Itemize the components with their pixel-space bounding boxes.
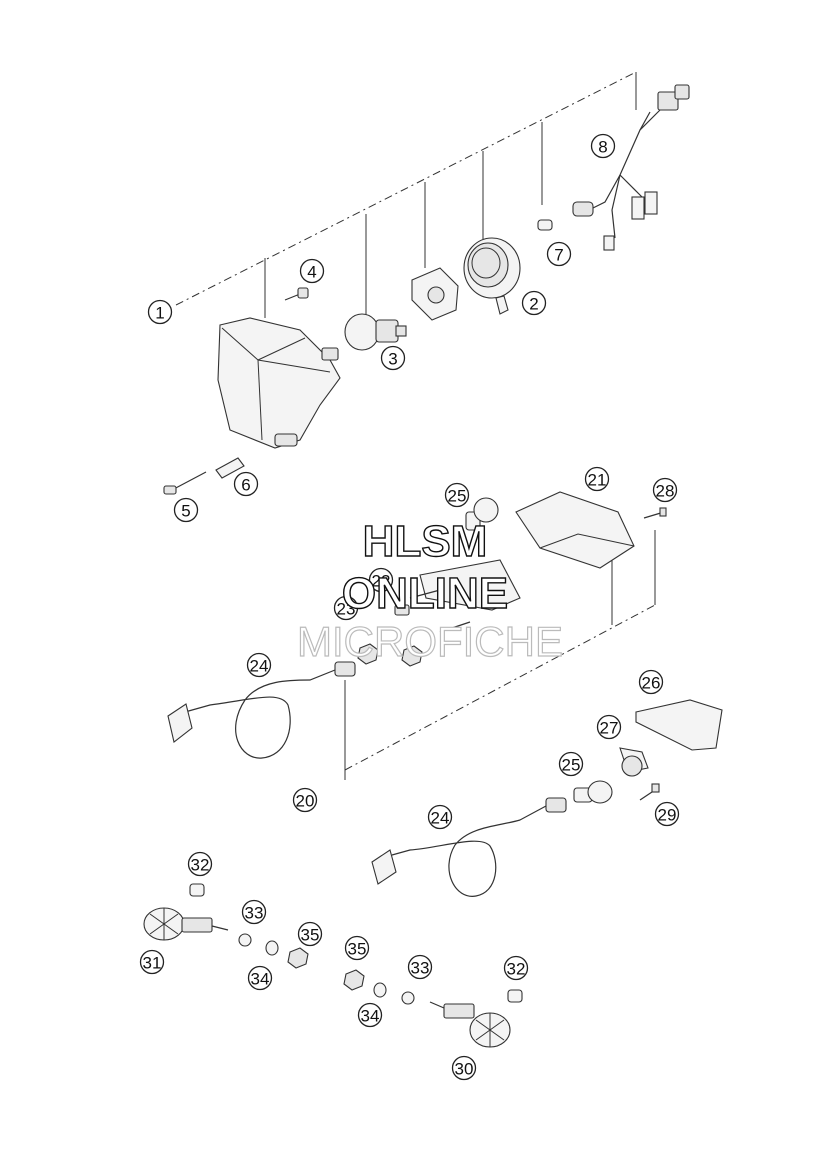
callout-number: 25 <box>562 756 581 775</box>
callout-number: 6 <box>241 476 250 495</box>
leader-lines <box>175 71 656 780</box>
callout-4: 4 <box>299 258 325 284</box>
spacer-6 <box>215 457 245 479</box>
rubber-cap <box>463 237 521 315</box>
callout-32: 32 <box>503 955 529 981</box>
callout-21: 21 <box>584 466 610 492</box>
screw-5 <box>163 471 207 495</box>
callout-7: 7 <box>546 241 572 267</box>
screw-4 <box>284 287 309 301</box>
callout-number: 30 <box>455 1060 474 1079</box>
watermark: HLSM ONLINE MICROFICHE <box>296 516 563 665</box>
rear-lens <box>635 699 723 751</box>
bulb-holder <box>411 267 459 321</box>
callout-1: 1 <box>147 299 173 325</box>
callout-number: 2 <box>529 295 538 314</box>
callout-number: 34 <box>251 970 270 989</box>
parking-bulb <box>537 219 553 231</box>
callout-33: 33 <box>241 899 267 925</box>
callout-35: 35 <box>297 921 323 947</box>
callout-number: 5 <box>181 502 190 521</box>
callout-number: 31 <box>143 954 162 973</box>
callout-32: 32 <box>187 851 213 877</box>
callout-2: 2 <box>521 290 547 316</box>
callout-24: 24 <box>427 804 453 830</box>
watermark-line-3: MICROFICHE <box>297 618 563 665</box>
nut-23 <box>357 643 423 667</box>
callout-34: 34 <box>357 1002 383 1028</box>
callout-number: 4 <box>307 263 316 282</box>
callout-number: 25 <box>448 487 467 506</box>
callout-number: 27 <box>600 719 619 738</box>
callout-number: 3 <box>388 350 397 369</box>
callout-number: 32 <box>191 856 210 875</box>
headlight-bulb <box>344 313 407 351</box>
callout-20: 20 <box>292 787 318 813</box>
callout-number: 24 <box>431 809 450 828</box>
callout-30: 30 <box>451 1055 477 1081</box>
callout-number: 35 <box>348 940 367 959</box>
callout-31: 31 <box>139 949 165 975</box>
callout-number: 35 <box>301 926 320 945</box>
tail-light-lens <box>515 491 635 569</box>
callout-23: 23 <box>333 595 359 621</box>
callout-35: 35 <box>344 935 370 961</box>
tail-light-bracket <box>394 559 521 633</box>
callout-8: 8 <box>590 133 616 159</box>
callout-24: 24 <box>246 652 272 678</box>
signal-bulb-left <box>189 883 205 897</box>
signal-bulb-right <box>507 989 523 1003</box>
screw-29 <box>639 783 660 801</box>
callout-33: 33 <box>407 954 433 980</box>
callout-number: 21 <box>588 471 607 490</box>
callout-number: 29 <box>658 806 677 825</box>
callout-number: 22 <box>372 572 391 591</box>
headlight-housing <box>217 317 341 449</box>
callout-number: 28 <box>656 482 675 501</box>
screw-28 <box>643 507 667 519</box>
callout-27: 27 <box>596 714 622 740</box>
washers-and-nuts <box>238 933 415 1005</box>
callout-28: 28 <box>652 477 678 503</box>
headlight-wiring-harness <box>572 84 690 251</box>
callout-22: 22 <box>368 567 394 593</box>
watermark-line-1: HLSM <box>363 517 488 566</box>
callout-29: 29 <box>654 801 680 827</box>
tail-bulb-lower <box>573 780 613 804</box>
callout-number: 1 <box>155 304 164 323</box>
turn-signal-left <box>143 907 229 941</box>
tail-bulb-upper <box>465 497 499 531</box>
callout-number: 20 <box>296 792 315 811</box>
callout-number: 8 <box>598 138 607 157</box>
callout-number: 7 <box>554 246 563 265</box>
callout-number: 33 <box>245 904 264 923</box>
callout-number: 34 <box>361 1007 380 1026</box>
callout-34: 34 <box>247 965 273 991</box>
callout-number: 32 <box>507 960 526 979</box>
callout-number: 26 <box>642 674 661 693</box>
callout-number: 23 <box>337 600 356 619</box>
watermark-line-2: ONLINE <box>342 569 508 618</box>
callout-number: 33 <box>411 959 430 978</box>
callout-25: 25 <box>444 482 470 508</box>
callout-25: 25 <box>558 751 584 777</box>
callout-26: 26 <box>638 669 664 695</box>
turn-signal-right <box>429 1001 511 1048</box>
bulb-socket <box>619 747 649 777</box>
callout-5: 5 <box>173 497 199 523</box>
callout-6: 6 <box>233 471 259 497</box>
callout-number: 24 <box>250 657 269 676</box>
cable-lower <box>371 797 567 897</box>
callout-3: 3 <box>380 345 406 371</box>
cable-upper <box>167 661 356 759</box>
